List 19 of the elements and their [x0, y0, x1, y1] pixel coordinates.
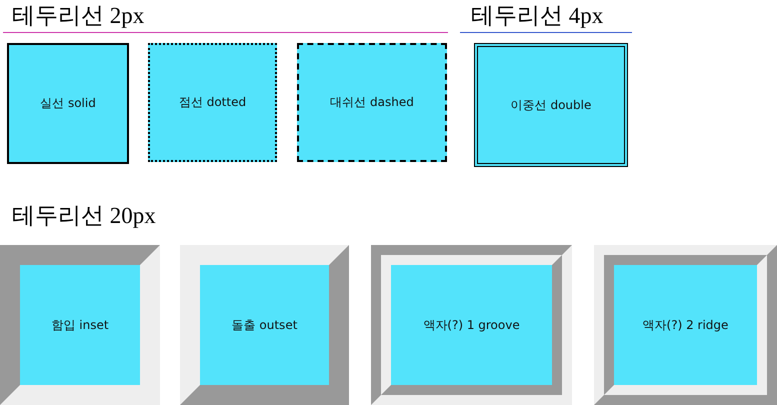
- section-heading: 테두리선 20px: [12, 203, 156, 229]
- bordered-box: [0, 245, 160, 405]
- box-label: 이중선 double: [510, 96, 592, 114]
- box-label: 대쉬선 dashed: [330, 94, 414, 111]
- section-heading: 테두리선 4px: [471, 3, 604, 29]
- bordered-box: [371, 245, 572, 405]
- box-label: 액자(?) 2 ridge: [642, 316, 728, 334]
- box-label: 실선 solid: [40, 95, 96, 112]
- bordered-box: [180, 245, 349, 405]
- bordered-box: [474, 43, 628, 167]
- bordered-box: [148, 43, 277, 162]
- bordered-box: [7, 43, 129, 164]
- section-heading: 테두리선 2px: [12, 3, 144, 29]
- bordered-box: [297, 43, 447, 162]
- box-label: 점선 dotted: [178, 94, 246, 111]
- box-label: 돌출 outset: [232, 316, 298, 334]
- box-label: 함입 inset: [51, 316, 109, 334]
- box-label: 액자(?) 1 groove: [423, 316, 520, 334]
- bordered-box: [594, 245, 777, 405]
